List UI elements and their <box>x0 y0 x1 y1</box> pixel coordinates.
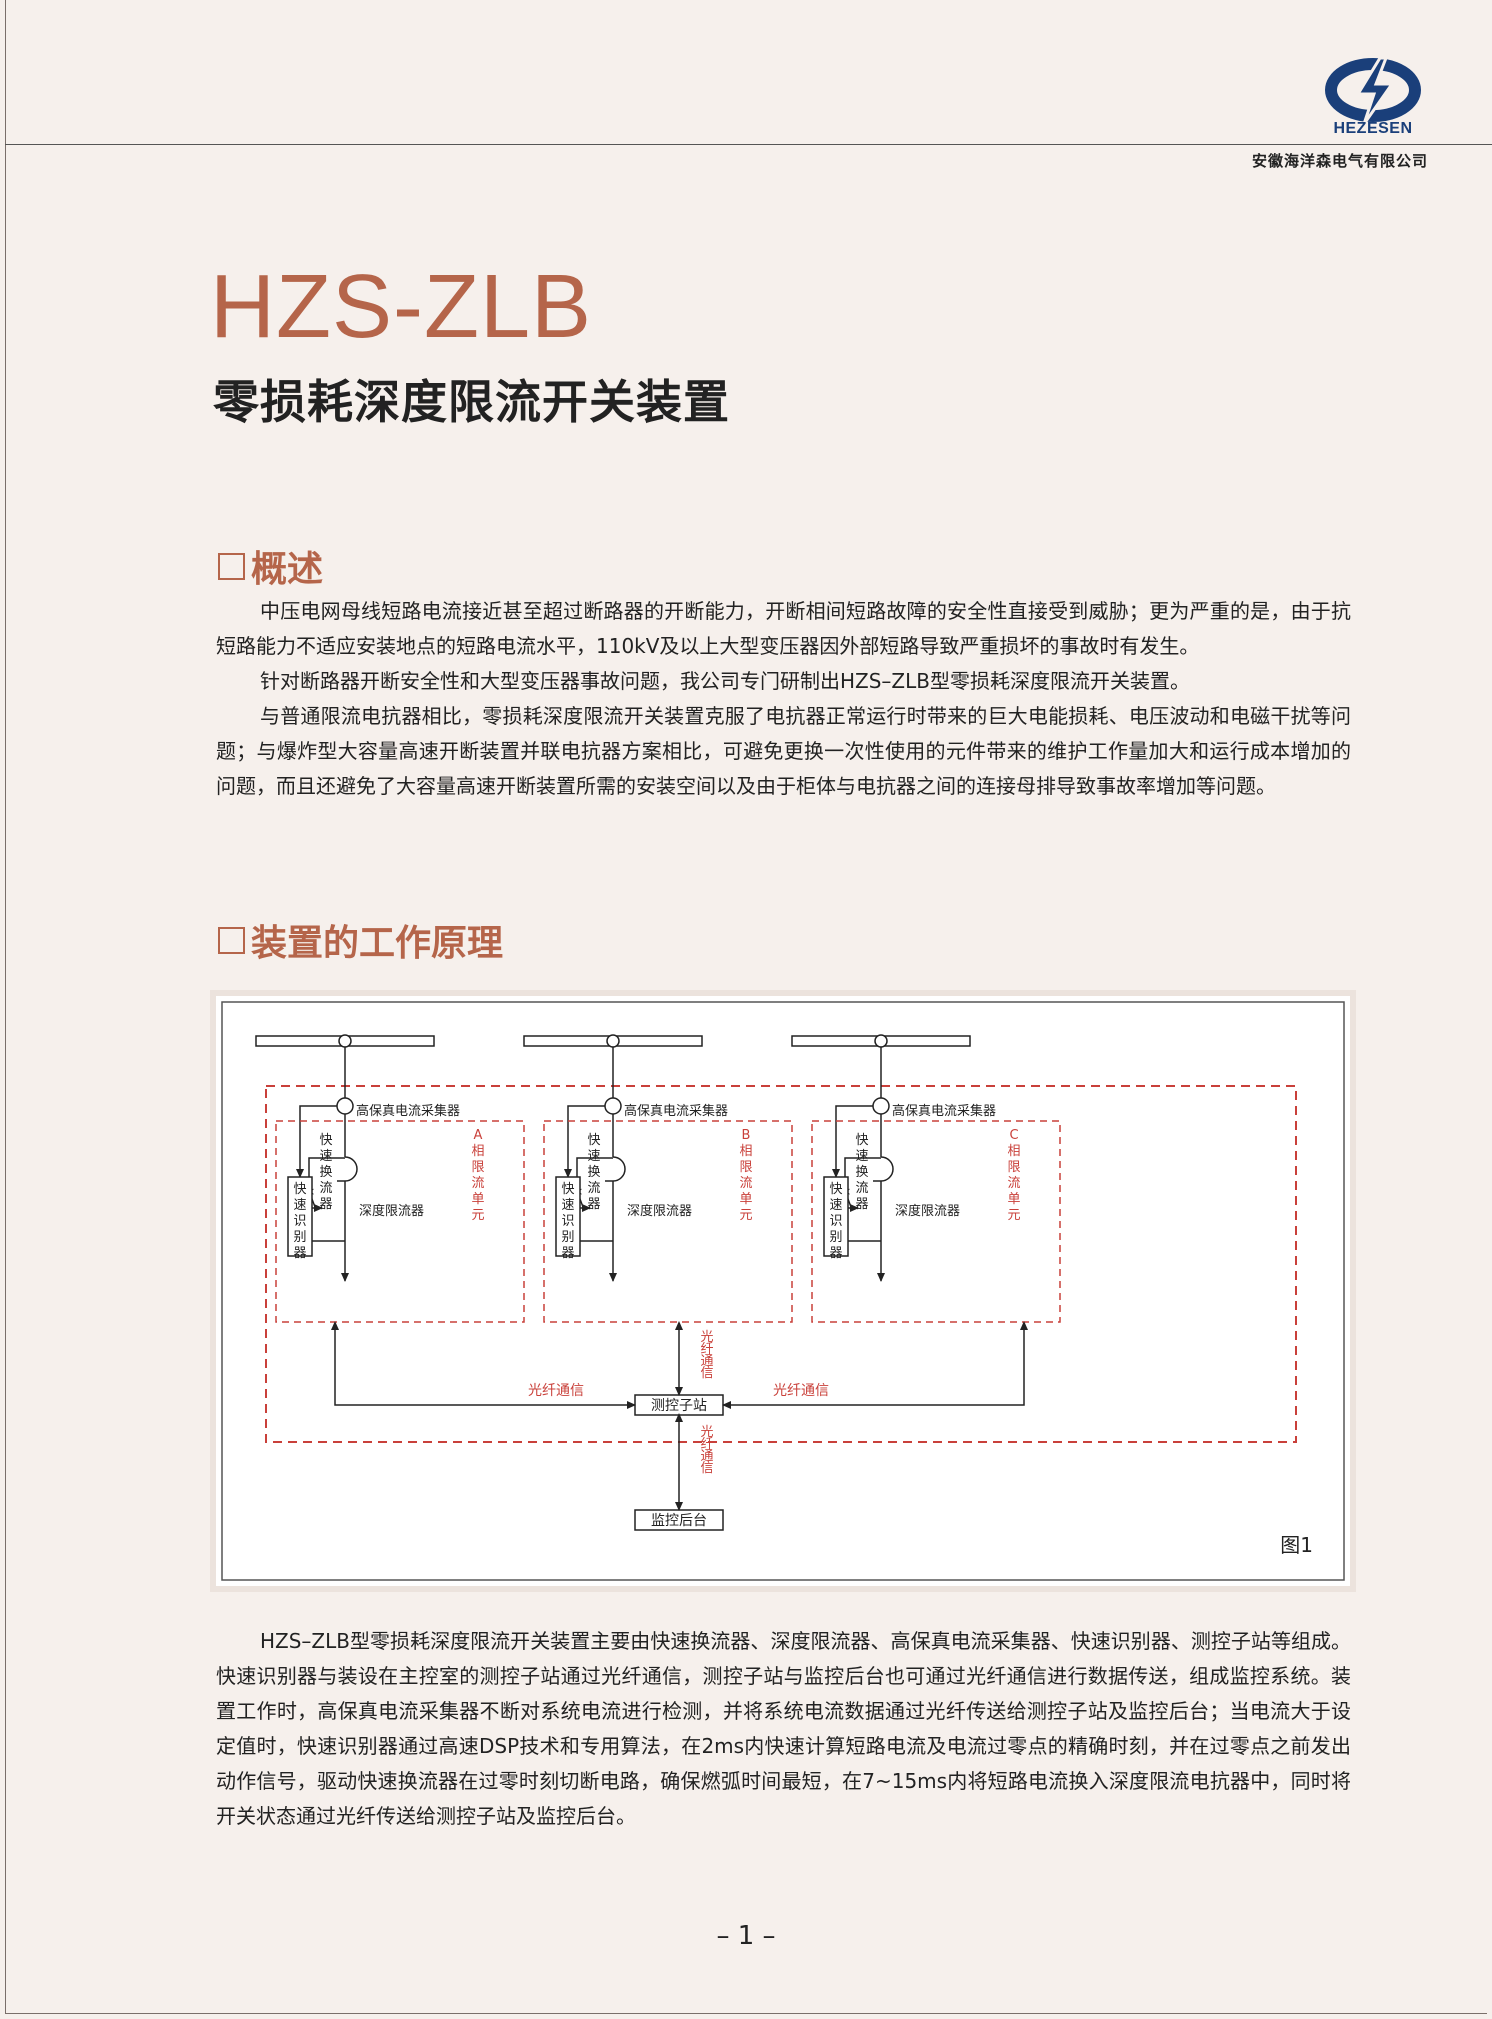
principle-paragraph: HZS–ZLB型零损耗深度限流开关装置主要由快速换流器、深度限流器、高保真电流采… <box>216 1629 1351 1828</box>
fiber-label: 光纤通信 <box>528 1383 584 1399</box>
fiber-link-c <box>722 1321 1028 1409</box>
substation-label: 测控子站 <box>651 1398 707 1414</box>
overview-paragraph: 针对断路器开断安全性和大型变压器事故问题，我公司专门研制出HZS–ZLB型零损耗… <box>260 669 1190 693</box>
phase-unit-boundary <box>543 1120 793 1323</box>
product-model: HZS-ZLB <box>210 257 593 357</box>
overview-paragraph: 与普通限流电抗器相比，零损耗深度限流开关装置克服了电抗器正常运行时带来的巨大电能… <box>216 704 1351 798</box>
signal-line <box>296 1105 337 1178</box>
fiber-label-vertical: 光纤通信 <box>700 1425 713 1476</box>
page-number: – 1 – <box>716 1921 776 1951</box>
figure-label: 图1 <box>1280 1533 1313 1557</box>
identifier-label: 快速识别器 <box>829 1182 842 1261</box>
figure-frame <box>221 1001 1345 1581</box>
overview-paragraph: 中压电网母线短路电流接近甚至超过断路器的开断能力，开断相间短路故障的安全性直接受… <box>216 599 1351 658</box>
converter-label: 快速换流器 <box>587 1133 600 1212</box>
collector-label: 高保真电流采集器 <box>624 1103 728 1119</box>
overview-text: 中压电网母线短路电流接近甚至超过断路器的开断能力，开断相间短路故障的安全性直接受… <box>216 594 1351 804</box>
bypass-line <box>308 1209 345 1242</box>
phase-unit-boundary <box>275 1120 525 1323</box>
section-heading-principle: 装置的工作原理 <box>218 914 503 966</box>
collector-label: 高保真电流采集器 <box>892 1103 996 1119</box>
limiter-label: 深度限流器 <box>627 1203 692 1219</box>
principle-diagram: 高保真电流采集器深度限流器×快速识别器快速换流器A相限流单元高保真电流采集器深度… <box>216 996 1350 1586</box>
converter-label: 快速换流器 <box>319 1133 332 1212</box>
bypass-line <box>576 1209 613 1242</box>
section-heading-overview: 概述 <box>218 540 323 592</box>
fiber-label-vertical: 光纤通信 <box>700 1330 713 1381</box>
identifier-box <box>287 1176 313 1257</box>
section-heading-text: 装置的工作原理 <box>251 923 504 964</box>
converter-label: 快速换流器 <box>855 1133 868 1212</box>
heading-box-icon <box>218 926 245 954</box>
reactor-icon <box>605 1156 626 1182</box>
fiber-link-a <box>331 1321 636 1409</box>
current-collector-icon <box>604 1097 622 1115</box>
reactor-icon <box>337 1156 358 1182</box>
identifier-label: 快速识别器 <box>561 1182 574 1261</box>
current-collector-icon <box>872 1097 890 1115</box>
breaker-icon <box>874 1034 888 1048</box>
identifier-box <box>823 1176 849 1257</box>
limiter-label: 深度限流器 <box>895 1203 960 1219</box>
heading-box-icon <box>218 552 245 580</box>
signal-line <box>564 1105 605 1178</box>
signal-line <box>832 1105 873 1178</box>
breaker-icon <box>338 1034 352 1048</box>
page-border <box>5 0 1487 2014</box>
fiber-label: 光纤通信 <box>773 1383 829 1399</box>
product-subtitle: 零损耗深度限流开关装置 <box>213 375 730 429</box>
limiter-label: 深度限流器 <box>359 1203 424 1219</box>
current-collector-icon <box>336 1097 354 1115</box>
company-name: 安徽海洋森电气有限公司 <box>1251 152 1428 170</box>
diagram-canvas: 高保真电流采集器深度限流器×快速识别器快速换流器A相限流单元高保真电流采集器深度… <box>221 1001 1345 1581</box>
reactor-icon <box>873 1156 894 1182</box>
phase-unit-boundary <box>811 1120 1061 1323</box>
backend-label: 监控后台 <box>651 1513 707 1529</box>
section-heading-text: 概述 <box>251 549 324 590</box>
collector-label: 高保真电流采集器 <box>356 1103 460 1119</box>
breaker-icon <box>606 1034 620 1048</box>
header-rule <box>5 144 1492 145</box>
identifier-label: 快速识别器 <box>293 1182 306 1261</box>
system-boundary <box>265 1085 1297 1443</box>
identifier-box <box>555 1176 581 1257</box>
hezesen-logo-icon <box>1325 56 1421 125</box>
bypass-line <box>844 1209 881 1242</box>
brand-wordmark: HEZESEN <box>1333 120 1413 137</box>
